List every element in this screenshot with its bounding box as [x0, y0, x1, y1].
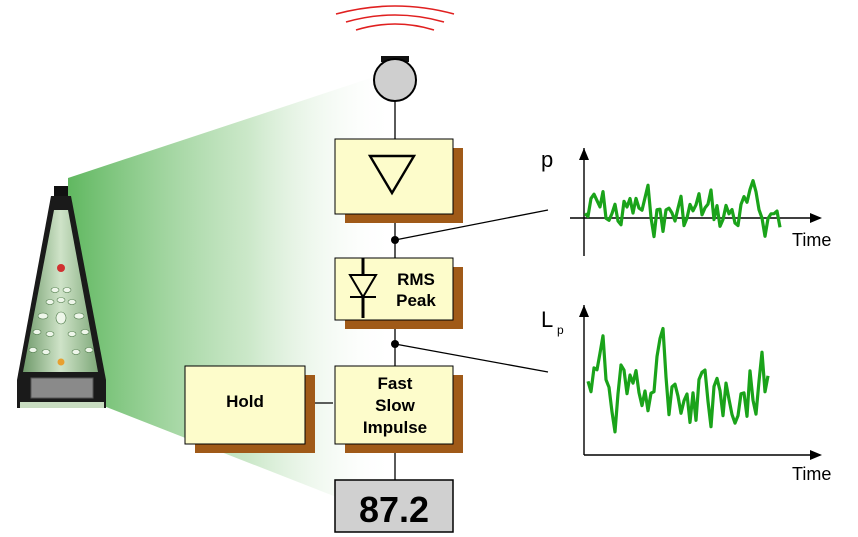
display-readout: 87.2	[334, 479, 454, 533]
pressure-chart: p Time	[541, 147, 831, 256]
pressure-xlabel: Time	[792, 230, 831, 250]
triangle-amplifier-icon	[367, 154, 417, 196]
slow-label: Slow	[375, 396, 415, 415]
hold-block: Hold	[184, 365, 315, 453]
pressure-ylabel: p	[541, 147, 553, 172]
power-icon	[57, 264, 65, 272]
rms-label: RMS	[397, 270, 435, 289]
pressure-waveform	[583, 179, 782, 239]
display-value: 87.2	[359, 489, 429, 530]
level-ylabel-subscript: p	[557, 323, 564, 337]
tap-point-pressure	[391, 236, 399, 244]
impulse-label: Impulse	[363, 418, 427, 437]
device-screen	[30, 377, 94, 399]
level-waveform	[586, 326, 770, 434]
peak-label: Peak	[396, 291, 436, 310]
microphone-icon	[373, 56, 417, 102]
level-chart: L p Time	[541, 305, 831, 484]
sound-level-meter-device	[17, 186, 106, 408]
level-xlabel: Time	[792, 464, 831, 484]
hold-label: Hold	[226, 392, 264, 411]
fast-label: Fast	[378, 374, 413, 393]
amplifier-block	[334, 138, 463, 223]
level-ylabel: L	[541, 307, 553, 332]
rectifier-detector-icon	[348, 258, 378, 318]
tap-point-level	[391, 340, 399, 348]
rms-peak-block: RMS Peak	[334, 257, 463, 329]
sound-waves-icon	[335, 5, 455, 31]
time-weighting-block: Fast Slow Impulse	[334, 365, 463, 453]
